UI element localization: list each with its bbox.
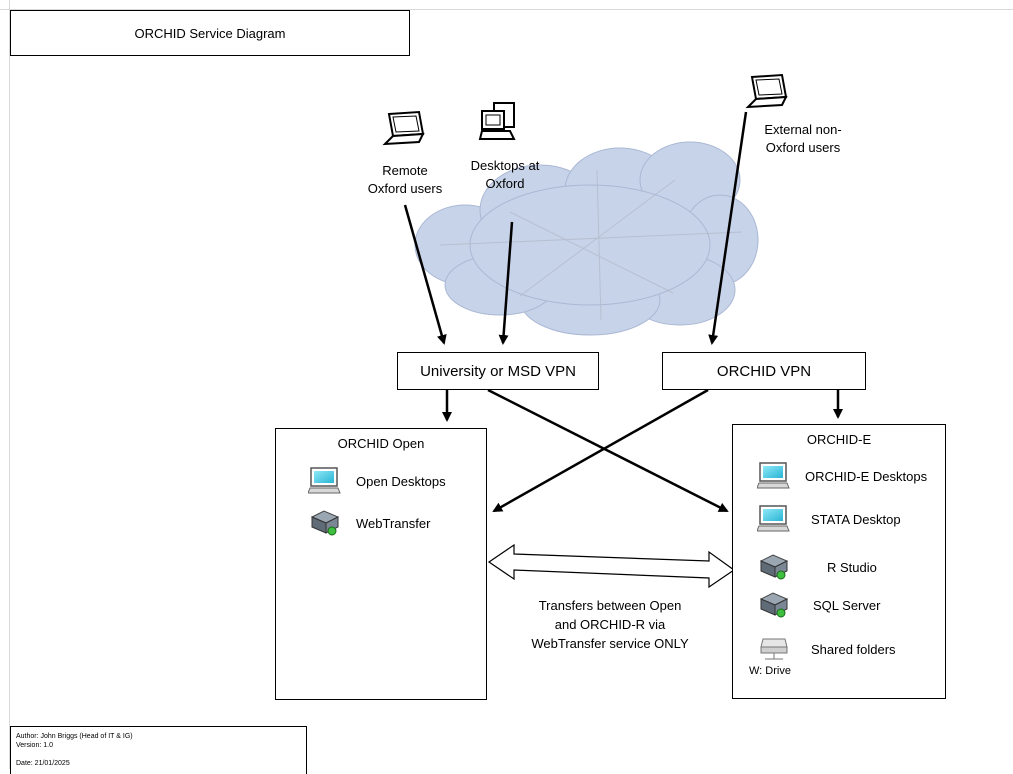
transfer-double-arrow [487,543,736,589]
page-title: ORCHID Service Diagram [134,25,286,41]
metadata-box: Author: John Briggs (Head of IT & IG) Ve… [10,726,307,774]
remote-users-label: Remote Oxford users [367,163,443,196]
drive-caption: W: Drive [749,665,791,677]
list-item-label: STATA Desktop [811,511,901,527]
desktop-icon [308,467,341,494]
list-item-label: ORCHID-E Desktops [805,468,928,484]
server-icon [310,510,340,536]
date-text: Date: 21/01/2025 [16,760,70,767]
orchid-vpn-to-open-arrow [492,388,709,513]
list-item: SQL Server [757,591,880,619]
university-vpn-label: University or MSD VPN [420,362,576,380]
list-item-label: Open Desktops [356,473,446,489]
server-icon [759,554,789,580]
author-text: Author: John Briggs (Head of IT & IG) [16,733,133,740]
desktops-to-university-vpn-arrow [498,221,514,345]
list-item: ORCHID-E Desktops [757,462,927,490]
page-left-border [9,0,10,769]
list-item: R Studio [757,553,877,581]
laptop-icon [745,73,788,109]
list-item-label: Shared folders [811,641,896,657]
network-cloud [414,141,759,336]
server-icon [759,592,789,618]
desktop-icon [757,462,790,489]
transfer-note: Transfers between Open and ORCHID-R via … [531,598,689,651]
title-box: ORCHID Service Diagram [10,10,410,56]
remote-to-university-vpn-arrow [403,204,447,345]
desktop-icon [757,505,790,532]
page-top-border [0,9,1013,10]
version-text: Version: 1.0 [16,742,53,749]
university-vpn-box: University or MSD VPN [397,352,599,390]
list-item-label: SQL Server [813,597,881,613]
orchid-vpn-label: ORCHID VPN [716,362,812,380]
orchid-vpn-box: ORCHID VPN [662,352,866,390]
university-vpn-to-orchid-e-arrow [487,388,729,513]
orchid-e-title: ORCHID-E [806,432,872,447]
list-item: Shared folders [757,635,896,663]
list-item-label: WebTransfer [356,515,431,531]
list-item-label: R Studio [827,559,877,575]
external-to-orchid-vpn-arrow [708,111,748,345]
orchid-open-title: ORCHID Open [337,436,425,451]
list-item: STATA Desktop [757,505,901,533]
desktops-oxford-label: Desktops at Oxford [470,158,540,191]
orchid-e-box: ORCHID-E ORCHID-E Desktops STATA Desktop… [732,424,946,699]
orchid-open-box: ORCHID Open Open Desktops WebTransfer [275,428,487,700]
laptop-icon [382,110,425,146]
list-item: Open Desktops [308,467,446,495]
list-item: WebTransfer [308,509,430,537]
drive-icon [760,638,788,660]
desktop-tower-icon [478,102,516,140]
external-users-label: External non- Oxford users [764,122,842,155]
